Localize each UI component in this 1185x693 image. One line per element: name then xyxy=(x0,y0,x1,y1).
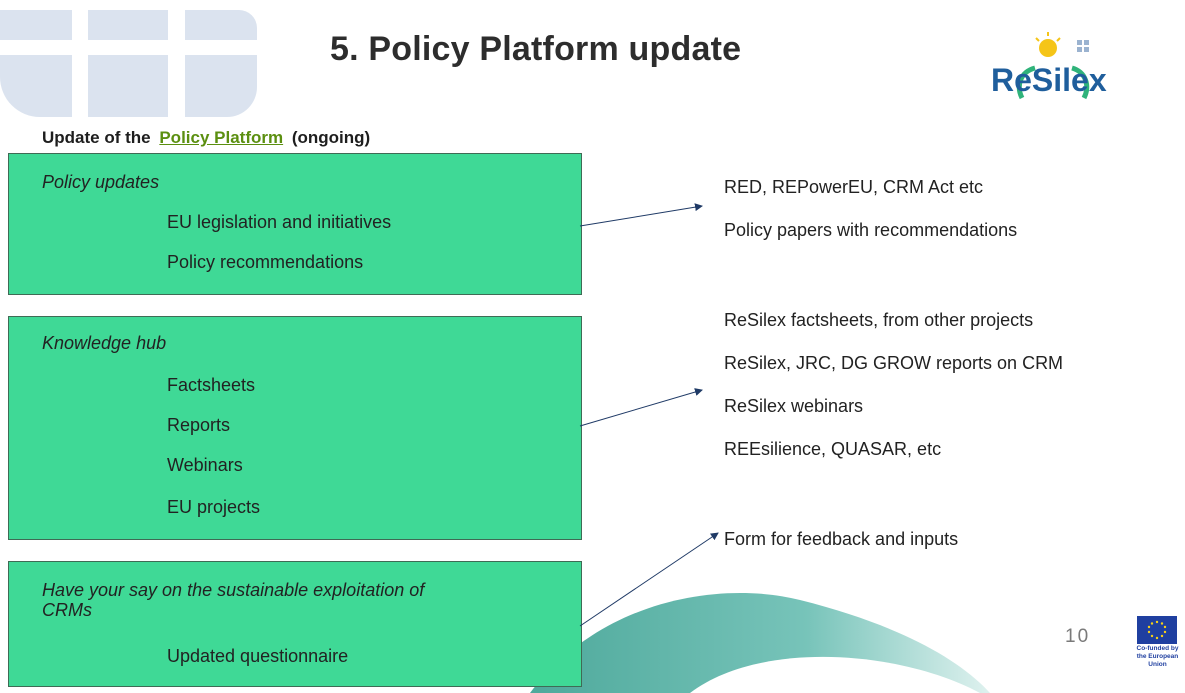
subtitle: Update of the Policy Platform (ongoing) xyxy=(42,128,370,148)
have-your-say-box: Have your say on the sustainable exploit… xyxy=(8,561,582,687)
decor-tile xyxy=(88,10,168,40)
box-item: Policy recommendations xyxy=(167,252,364,272)
arrow-2 xyxy=(579,388,703,427)
policy-platform-link[interactable]: Policy Platform xyxy=(159,128,284,147)
right-text: REEsilience, QUASAR, etc xyxy=(724,439,942,459)
eu-flag-icon xyxy=(1137,616,1177,644)
box-item: EU legislation and initiatives xyxy=(167,212,392,232)
right-text: Form for feedback and inputs xyxy=(724,529,959,549)
eu-caption-line2: the European Union xyxy=(1136,653,1179,668)
eu-cofunded-caption: Co-funded by the European Union xyxy=(1130,645,1185,669)
policy-updates-box: Policy updates EU legislation and initia… xyxy=(8,153,582,295)
box-item: Factsheets xyxy=(167,375,256,395)
eu-caption-line1: Co-funded by xyxy=(1136,645,1179,652)
decor-tile xyxy=(185,10,257,40)
arrow-3 xyxy=(579,532,719,627)
decor-tile xyxy=(185,55,257,117)
decor-tile xyxy=(0,10,72,40)
box-item: Updated questionnaire xyxy=(167,646,349,666)
resilex-logo-icon xyxy=(1016,32,1090,100)
subtitle-prefix: Update of the xyxy=(42,128,151,147)
box-heading: Policy updates xyxy=(42,172,160,192)
subtitle-suffix: (ongoing) xyxy=(291,128,371,147)
knowledge-hub-box: Knowledge hub Factsheets Reports Webinar… xyxy=(8,316,582,540)
box-item: Webinars xyxy=(167,455,243,475)
right-text: ReSilex factsheets, from other projects xyxy=(724,310,1034,330)
right-text: RED, REPowerEU, CRM Act etc xyxy=(724,177,984,197)
right-text: ReSilex webinars xyxy=(724,396,864,416)
slide-title: 5. Policy Platform update xyxy=(330,30,742,68)
logo-text: ReSilex xyxy=(991,62,1107,98)
page-number: 10 xyxy=(1065,626,1091,647)
box-item: Reports xyxy=(167,415,231,435)
right-text: Policy papers with recommendations xyxy=(724,220,1018,240)
arrow-1 xyxy=(579,203,703,227)
right-text: ReSilex, JRC, DG GROW reports on CRM xyxy=(724,353,1064,373)
decor-tile xyxy=(88,55,168,117)
box-heading-line2: CRMs xyxy=(42,600,92,620)
box-heading: Knowledge hub xyxy=(42,333,167,353)
box-heading-line1: Have your say on the sustainable exploit… xyxy=(42,580,425,600)
box-item: EU projects xyxy=(167,497,261,517)
